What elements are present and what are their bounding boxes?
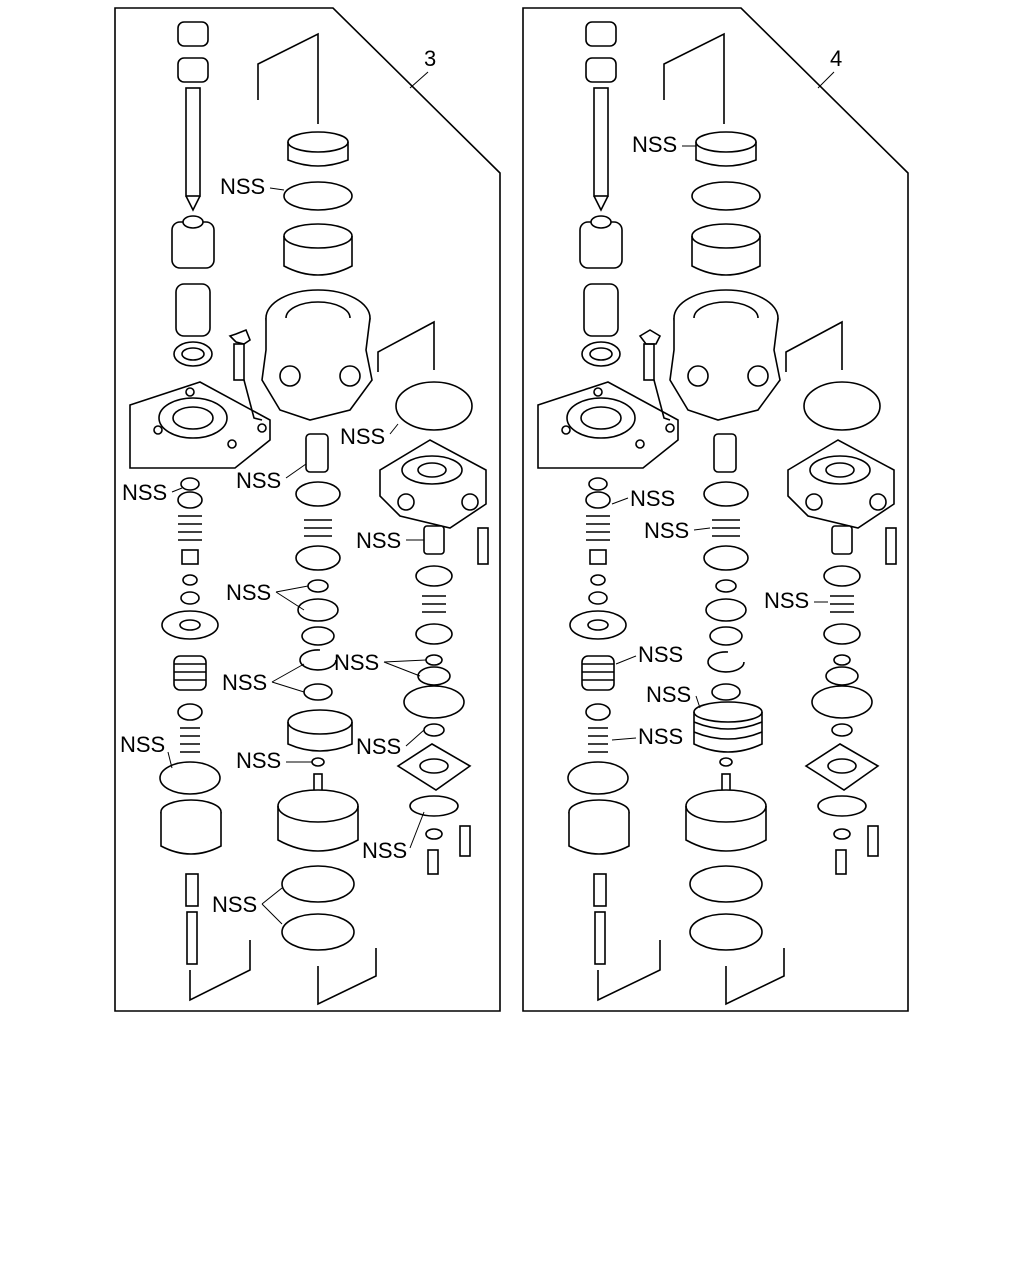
nss-label: NSS xyxy=(236,748,281,773)
panel-4: 4 xyxy=(522,7,909,1012)
nss-label: NSS xyxy=(764,588,809,613)
nss-label: NSS xyxy=(362,838,407,863)
panel-3-frame xyxy=(114,7,501,1012)
nss-label: NSS xyxy=(630,486,675,511)
left-column-parts xyxy=(129,21,271,1002)
nss-label: NSS xyxy=(632,132,677,157)
nss-callouts-panel-3: NSS NSS NSS NSS NSS NSS NSS NSS NSS NSS … xyxy=(120,174,427,925)
nss-label: NSS xyxy=(212,892,257,917)
nss-label: NSS xyxy=(638,724,683,749)
nss-label: NSS xyxy=(120,732,165,757)
panel-4-frame xyxy=(522,7,909,1012)
middle-column-parts xyxy=(663,32,785,1006)
panel-3: 3 xyxy=(114,7,501,1012)
middle-column-parts xyxy=(228,32,377,1006)
right-column-parts xyxy=(785,320,897,875)
nss-label: NSS xyxy=(236,468,281,493)
nss-label: NSS xyxy=(646,682,691,707)
nss-label: NSS xyxy=(644,518,689,543)
nss-label: NSS xyxy=(222,670,267,695)
nss-label: NSS xyxy=(220,174,265,199)
nss-label: NSS xyxy=(356,734,401,759)
nss-label: NSS xyxy=(334,650,379,675)
nss-label: NSS xyxy=(226,580,271,605)
panel-4-number: 4 xyxy=(830,46,842,71)
left-column-parts xyxy=(537,21,679,1002)
panel-3-number: 3 xyxy=(424,46,436,71)
nss-label: NSS xyxy=(340,424,385,449)
panel-4-number-leader xyxy=(817,71,835,89)
nss-label: NSS xyxy=(356,528,401,553)
nss-label: NSS xyxy=(638,642,683,667)
nss-label: NSS xyxy=(122,480,167,505)
right-column-parts xyxy=(377,320,489,875)
panel-3-number-leader xyxy=(409,71,429,89)
nss-callouts-panel-4: NSS NSS NSS NSS NSS NSS NSS xyxy=(611,132,828,749)
